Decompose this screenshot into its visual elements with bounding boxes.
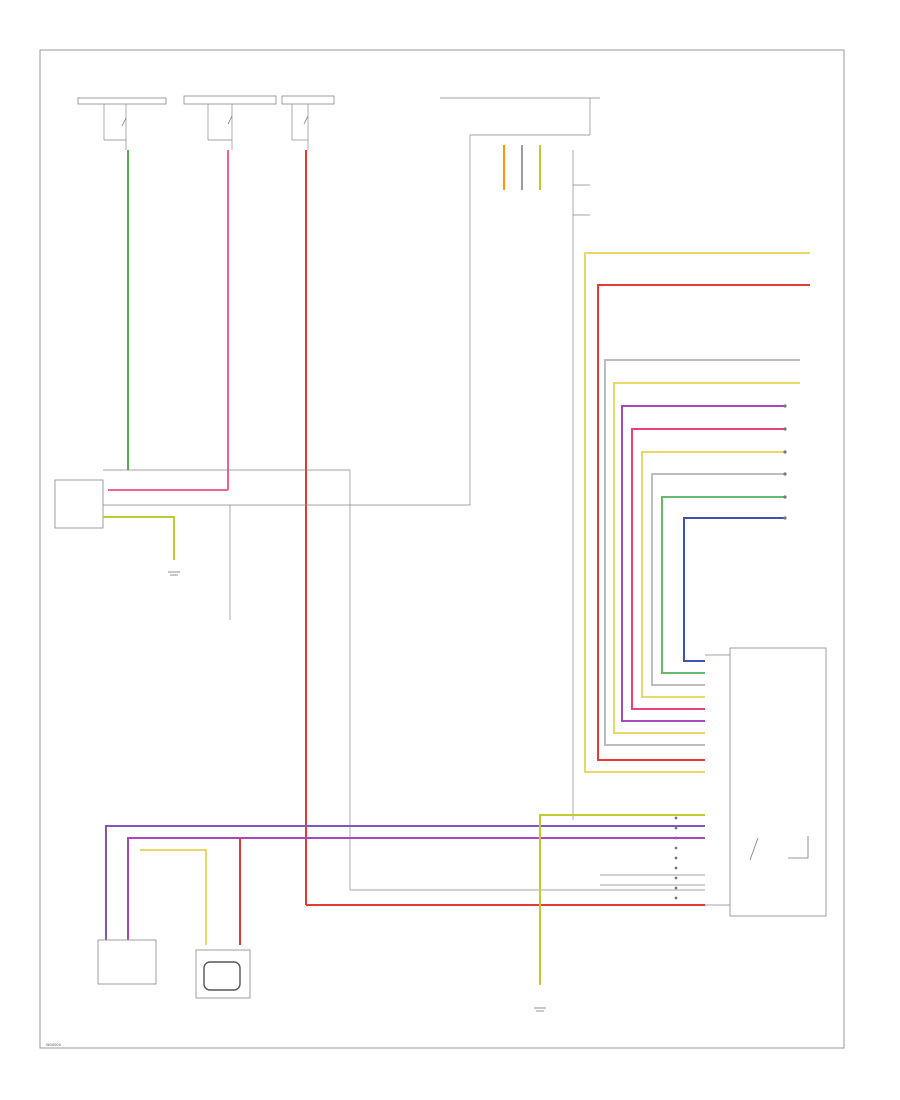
wire-purple-bottom — [105, 825, 705, 940]
ground-symbol-bottom — [534, 1007, 546, 1012]
wire-green-tr7 — [661, 496, 785, 674]
wire-gray-tr1 — [604, 359, 800, 746]
wire-olive-brake — [103, 516, 175, 560]
power-feed-2 — [183, 95, 277, 150]
steering-column-module — [97, 939, 157, 985]
wire-yellow-bottom — [140, 849, 207, 945]
transmission-range-connector — [783, 404, 787, 520]
shift-lock-switch-inner — [203, 961, 241, 991]
page-frame — [39, 49, 845, 1049]
wire-yellow-tr2 — [613, 382, 800, 734]
central-electrical-module — [440, 97, 600, 505]
power-feed-3 — [281, 95, 335, 150]
wire-violet-tr3 — [621, 405, 785, 722]
wire-magenta-tr4 — [631, 428, 785, 710]
selector-lever-connector — [674, 816, 678, 900]
brake-light-switch — [54, 479, 104, 529]
page-code: W00000 — [46, 1043, 62, 1047]
selector-lever-module — [729, 647, 827, 917]
wire-blue-tr8 — [683, 517, 785, 662]
wire-red-lamp — [597, 284, 810, 761]
wire-olive-ground — [539, 814, 705, 985]
wire-yellow-lamp — [584, 252, 810, 773]
ground-symbol-brake — [168, 571, 180, 576]
wire-yellow-tr5 — [641, 451, 785, 698]
wire-gray-tr6 — [651, 473, 785, 686]
power-feed-1 — [77, 97, 167, 150]
wire-magenta-bottom — [127, 837, 705, 940]
